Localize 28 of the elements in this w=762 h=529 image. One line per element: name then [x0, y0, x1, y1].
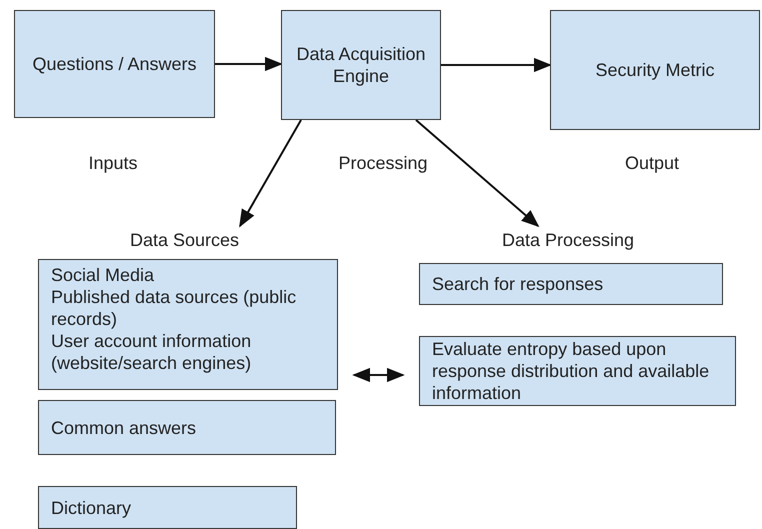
arrow: [215, 56, 283, 72]
box-text: Data Acquisition Engine: [295, 43, 427, 87]
stage-label: Inputs: [88, 153, 138, 174]
data-source-box: [38, 400, 336, 455]
processing-box: [419, 263, 723, 305]
stage-label: Processing: [338, 153, 428, 174]
data-source-box: [38, 259, 338, 390]
box-text: Dictionary: [51, 496, 132, 518]
arrow: [415, 119, 540, 228]
box-text: Social Media: [51, 264, 156, 286]
data-source-box: [38, 486, 297, 529]
box-text: Common answers: [51, 416, 196, 438]
box-text: Search for responses: [432, 273, 604, 295]
box-text: Published data sources (public records): [51, 286, 298, 330]
output-box: [550, 10, 760, 130]
processing-box: [419, 336, 736, 406]
box-text: Questions / Answers: [32, 53, 197, 75]
box-text: Security Metric: [595, 59, 715, 81]
process-box: [281, 10, 441, 120]
box-text: User account information (website/search engines): [51, 330, 252, 374]
group-heading: Data Sources: [130, 230, 240, 250]
arrow: [441, 58, 552, 72]
arrow: [352, 368, 405, 382]
arrow: [239, 120, 302, 228]
stage-label: Output: [624, 153, 680, 174]
box-text: Evaluate entropy based upon response distribution and available information: [432, 338, 710, 404]
input-box: [14, 10, 215, 118]
group-heading: Data Processing: [502, 230, 634, 250]
